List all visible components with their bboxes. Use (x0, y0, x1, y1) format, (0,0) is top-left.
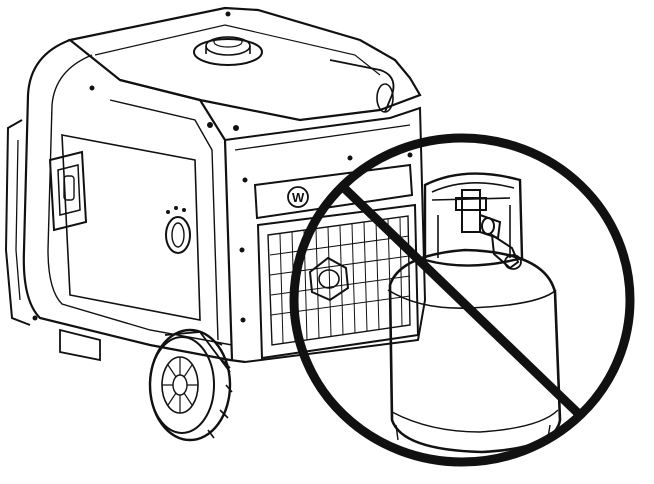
propane-cylinder (387, 172, 562, 454)
cylinder-body (388, 248, 562, 454)
brand-logo-text: W (292, 190, 305, 205)
generator-front-frame (22, 38, 246, 364)
generator-front-body (119, 78, 234, 361)
generator-foot (59, 328, 101, 362)
cylinder-valve (455, 189, 522, 270)
prohibition-slash (338, 182, 587, 422)
wheel (148, 328, 233, 442)
exhaust-grille (256, 203, 420, 360)
side-panel (61, 134, 201, 321)
side-handle (4, 119, 31, 326)
generator-rear-wall (224, 106, 427, 363)
prohibition-circle (289, 133, 635, 467)
generator: W (4, 6, 427, 442)
fuel-knob (165, 206, 191, 254)
fuel-cap (193, 36, 263, 66)
carry-handle (329, 59, 395, 113)
outlet-cover (48, 150, 88, 232)
cylinder-collar (423, 172, 524, 267)
prohibition-sign (289, 133, 635, 467)
rivets (32, 11, 413, 323)
